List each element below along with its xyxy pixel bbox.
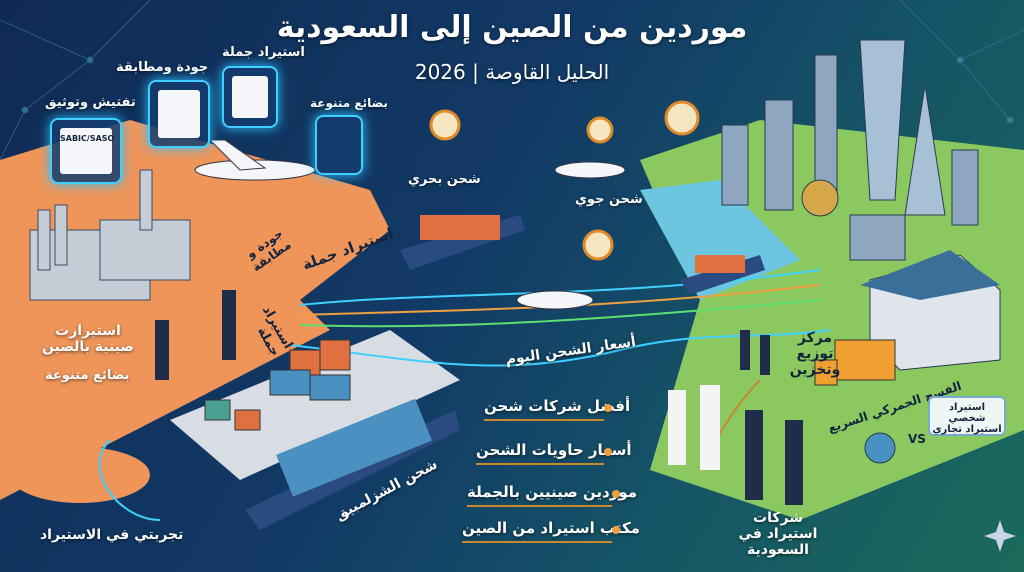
vs-label: VS [908, 432, 926, 446]
card-label-wholesale: استيراد جملة [222, 45, 305, 60]
link-underline [476, 463, 604, 465]
link-underline [484, 419, 604, 421]
certificate-text: SABIC/SASO [60, 134, 115, 143]
checklist-icon [232, 76, 268, 118]
label-my-import-experience[interactable]: تجربتي في الاستيراد [40, 527, 184, 543]
clipboard-icon [158, 90, 200, 138]
sparkle-icon [984, 520, 1016, 552]
label-sea-freight: شحن بحري [408, 172, 481, 187]
card-label-inspection: تفتيش وتوثيق [45, 95, 136, 110]
link-underline [467, 505, 612, 507]
label-air-freight: شحن جوي [575, 192, 643, 207]
label-various-goods: بضائع متنوعة [45, 368, 130, 383]
link-chinese-wholesale-suppliers[interactable]: موردين صينيين بالجملة [467, 483, 638, 501]
card-inspection: SABIC/SASO [50, 118, 122, 184]
card-quality [148, 80, 210, 148]
bubble-commercial-import: استيراد تجاري [932, 424, 1002, 435]
page-title: موردين من الصين إلى السعودية [276, 10, 748, 45]
label-saudi-import-companies[interactable]: شركات استيراد في السعودية [738, 510, 818, 558]
link-bullet [612, 526, 620, 534]
label-chinese-imports: استيرارت صينية بالصين [42, 323, 134, 355]
link-bullet [612, 490, 620, 498]
card-label-quality: جودة ومطابقة [116, 60, 209, 75]
link-best-shipping-companies[interactable]: أفضل شركات شحن [484, 397, 631, 415]
card-goods [315, 115, 363, 175]
import-type-bubble: استيراد شخصي استيراد تجاري [928, 396, 1006, 436]
label-distribution-center: مركز توزيع وتخزين [789, 330, 841, 378]
link-bullet [604, 404, 612, 412]
link-underline [462, 541, 612, 543]
card-label-goods: بضائع متنوعة [310, 96, 388, 110]
link-bullet [604, 448, 612, 456]
page-subtitle: الحليل القاوصة | 2026 [414, 60, 610, 84]
link-container-prices[interactable]: أسعار حاويات الشحن [476, 441, 632, 459]
card-wholesale [222, 66, 278, 128]
bubble-personal-import: استيراد شخصي [948, 402, 986, 424]
china-ground [0, 120, 390, 500]
link-china-import-office[interactable]: مكتب استيراد من الصين [462, 519, 640, 537]
